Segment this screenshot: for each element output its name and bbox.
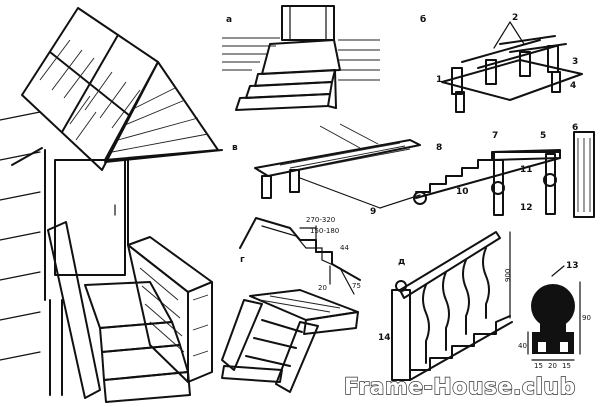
fig-v-leg-2 xyxy=(545,153,556,215)
step-4 xyxy=(103,371,191,403)
small-stair-base xyxy=(221,365,283,383)
callout-1: 1 xyxy=(436,75,442,85)
fig-a: а xyxy=(222,5,380,111)
porch-drawing xyxy=(0,7,223,403)
dim-15b: 15 xyxy=(562,362,571,370)
fig-b-posts xyxy=(451,45,561,113)
callout-6: 6 xyxy=(572,123,578,133)
roof-panel xyxy=(21,7,159,171)
side-box-end xyxy=(187,281,213,383)
callout-5: 5 xyxy=(540,131,546,141)
fig-v-deck-grain xyxy=(279,123,411,171)
callout-2: 2 xyxy=(512,13,518,23)
dim-rise: 150-180 xyxy=(310,227,339,235)
fig-d-balusters xyxy=(422,247,490,364)
fig-v: в 8 7 5 6 xyxy=(232,123,595,218)
dim-90: 90 xyxy=(582,314,591,322)
label-a: а xyxy=(226,15,232,25)
side-rail-top xyxy=(127,236,213,293)
fig-g-profile-inner xyxy=(261,225,341,269)
callout-11: 11 xyxy=(520,165,533,175)
dim-40: 40 xyxy=(518,342,527,350)
label-d: д xyxy=(398,257,405,267)
dim-900: 900 xyxy=(504,269,512,282)
step-2 xyxy=(99,321,181,353)
roof-seam-v xyxy=(61,34,119,133)
gable xyxy=(104,61,219,161)
gable-boards xyxy=(111,87,209,153)
step-3 xyxy=(101,344,189,381)
dim-20: 20 xyxy=(318,284,327,292)
house-siding xyxy=(0,111,41,361)
label-g: г xyxy=(240,255,245,265)
fig-b: б 2 1 3 4 xyxy=(420,13,583,113)
fig-v-deck xyxy=(254,139,421,177)
side-box-front xyxy=(127,244,189,383)
fig-v-leg-1 xyxy=(493,159,504,216)
fig-v-bolt-1 xyxy=(413,191,427,205)
roof-hatching xyxy=(39,39,141,141)
fig-a-door xyxy=(281,5,335,41)
fig-d: д 900 14 xyxy=(378,231,513,381)
callout-7: 7 xyxy=(492,131,498,141)
dim-15a: 15 xyxy=(534,362,543,370)
fig-v-stringer xyxy=(415,151,561,193)
callout-8: 8 xyxy=(436,143,442,153)
fig-v-landing xyxy=(491,149,561,161)
label-v: в xyxy=(232,143,238,153)
callout-13: 13 xyxy=(566,261,579,271)
dim-run: 270-320 xyxy=(306,216,335,224)
handrail xyxy=(47,221,101,399)
small-stair-stringer-r xyxy=(275,321,319,393)
callout-4: 4 xyxy=(570,81,576,91)
small-stair-front xyxy=(303,311,359,335)
fig-v-post-1 xyxy=(261,175,272,199)
fig-a-wall-logs xyxy=(222,37,380,81)
fig-g: г 270-320 150-180 44 20 75 xyxy=(239,216,361,295)
callout-3: 3 xyxy=(572,57,578,67)
watermark-text: Frame-House.club xyxy=(344,375,576,400)
dim-44: 44 xyxy=(340,244,349,252)
fig-v-post-2 xyxy=(289,169,300,193)
callout-12: 12 xyxy=(520,203,533,213)
callout-9: 9 xyxy=(370,207,376,217)
fig-d-newel xyxy=(391,289,411,381)
dim-20b: 20 xyxy=(548,362,557,370)
profile-round xyxy=(531,284,575,328)
fig-a-step-3 xyxy=(235,93,331,111)
fig-b-base xyxy=(441,59,583,101)
fig-a-platform xyxy=(261,39,341,75)
small-stair-stringer-l xyxy=(221,299,263,371)
fig-v-wall-section xyxy=(573,131,595,218)
dim-75: 75 xyxy=(352,282,361,290)
purlin-end xyxy=(11,147,43,166)
callout-14: 14 xyxy=(378,333,391,343)
step-1 xyxy=(84,281,173,329)
callout-10: 10 xyxy=(456,187,469,197)
fig-profile: 13 90 40 15 20 15 xyxy=(518,261,591,370)
fig-d-handrail xyxy=(399,231,501,299)
label-b: б xyxy=(420,14,426,25)
fig-small-stair xyxy=(221,289,359,393)
fig-d-treads xyxy=(409,315,511,371)
door xyxy=(54,159,126,276)
